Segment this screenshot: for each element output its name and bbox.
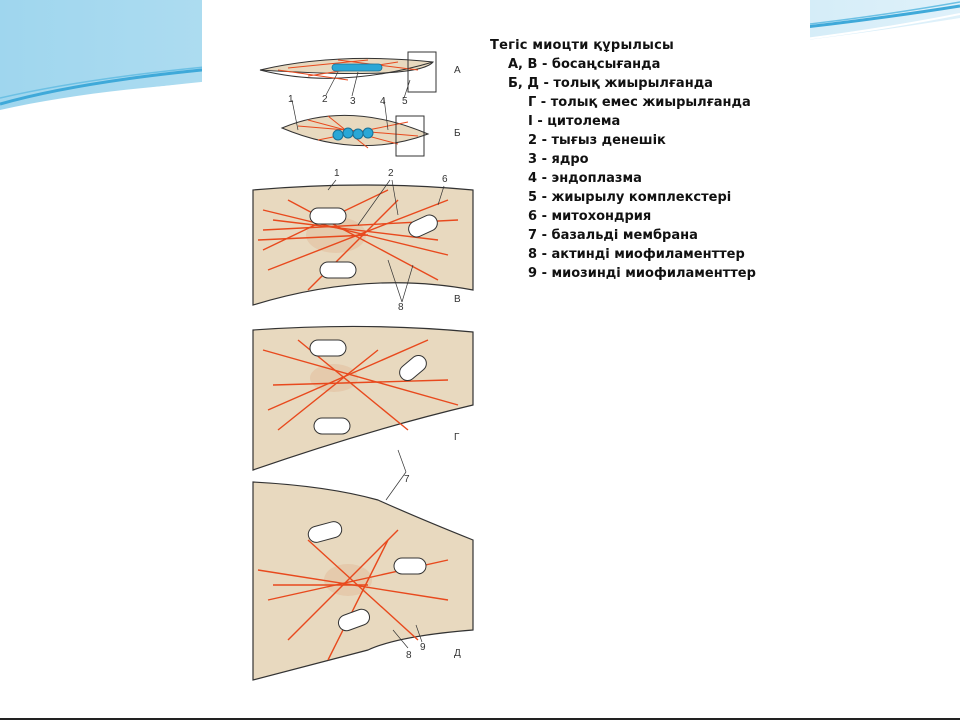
panel-g xyxy=(252,325,474,471)
panel-letter-a: А xyxy=(454,65,461,76)
callout-1: 1 xyxy=(288,94,294,105)
callout-2b: 2 xyxy=(388,168,394,179)
callout-8b: 8 xyxy=(406,650,412,661)
legend-state-partial: Г - толық емес жиырылғанда xyxy=(528,95,751,110)
callout-1b: 1 xyxy=(334,168,340,179)
panel-letter-d: Д xyxy=(454,648,461,659)
legend-state-relaxed: А, В - босаңсығанда xyxy=(508,57,661,72)
panel-v xyxy=(252,184,474,306)
legend-item: 6 - митохондрия xyxy=(528,209,652,224)
legend-title: Тегіс миоцти құрылысы xyxy=(490,38,674,53)
legend-item: 2 - тығыз денешік xyxy=(528,133,666,148)
legend-item: 5 - жиырылу комплекстері xyxy=(528,190,732,205)
bottom-divider xyxy=(0,718,960,720)
callout-2: 2 xyxy=(322,94,328,105)
callout-7: 7 xyxy=(404,474,410,485)
panel-d xyxy=(252,481,474,681)
legend-item: 7 - базальді мембрана xyxy=(528,228,698,243)
callout-8: 8 xyxy=(398,302,404,313)
legend-item: I - цитолема xyxy=(528,114,621,129)
callout-5: 5 xyxy=(402,96,408,107)
callout-4: 4 xyxy=(380,96,386,107)
panel-letter-b: Б xyxy=(454,128,461,139)
cell-a xyxy=(259,51,437,93)
legend-item: 4 - эндоплазма xyxy=(528,171,642,186)
callout-9: 9 xyxy=(420,642,426,653)
callout-3: 3 xyxy=(350,96,356,107)
legend: Тегіс миоцти құрылысы А, В - босаңсығанд… xyxy=(490,36,800,283)
legend-item: 8 - актинді миофиламенттер xyxy=(528,247,745,262)
legend-state-contracted: Б, Д - толық жиырылғанда xyxy=(508,76,713,91)
callout-6: 6 xyxy=(442,174,448,185)
legend-item: 9 - миозинді миофиламенттер xyxy=(528,266,756,281)
cell-b xyxy=(280,114,430,157)
legend-item: 3 - ядро xyxy=(528,152,589,167)
smooth-myocyte-figure: А Б В Г Д 1 2 3 4 5 1 2 6 8 7 8 9 xyxy=(252,51,474,681)
panel-letter-v: В xyxy=(454,294,461,305)
panel-letter-g: Г xyxy=(454,432,460,443)
